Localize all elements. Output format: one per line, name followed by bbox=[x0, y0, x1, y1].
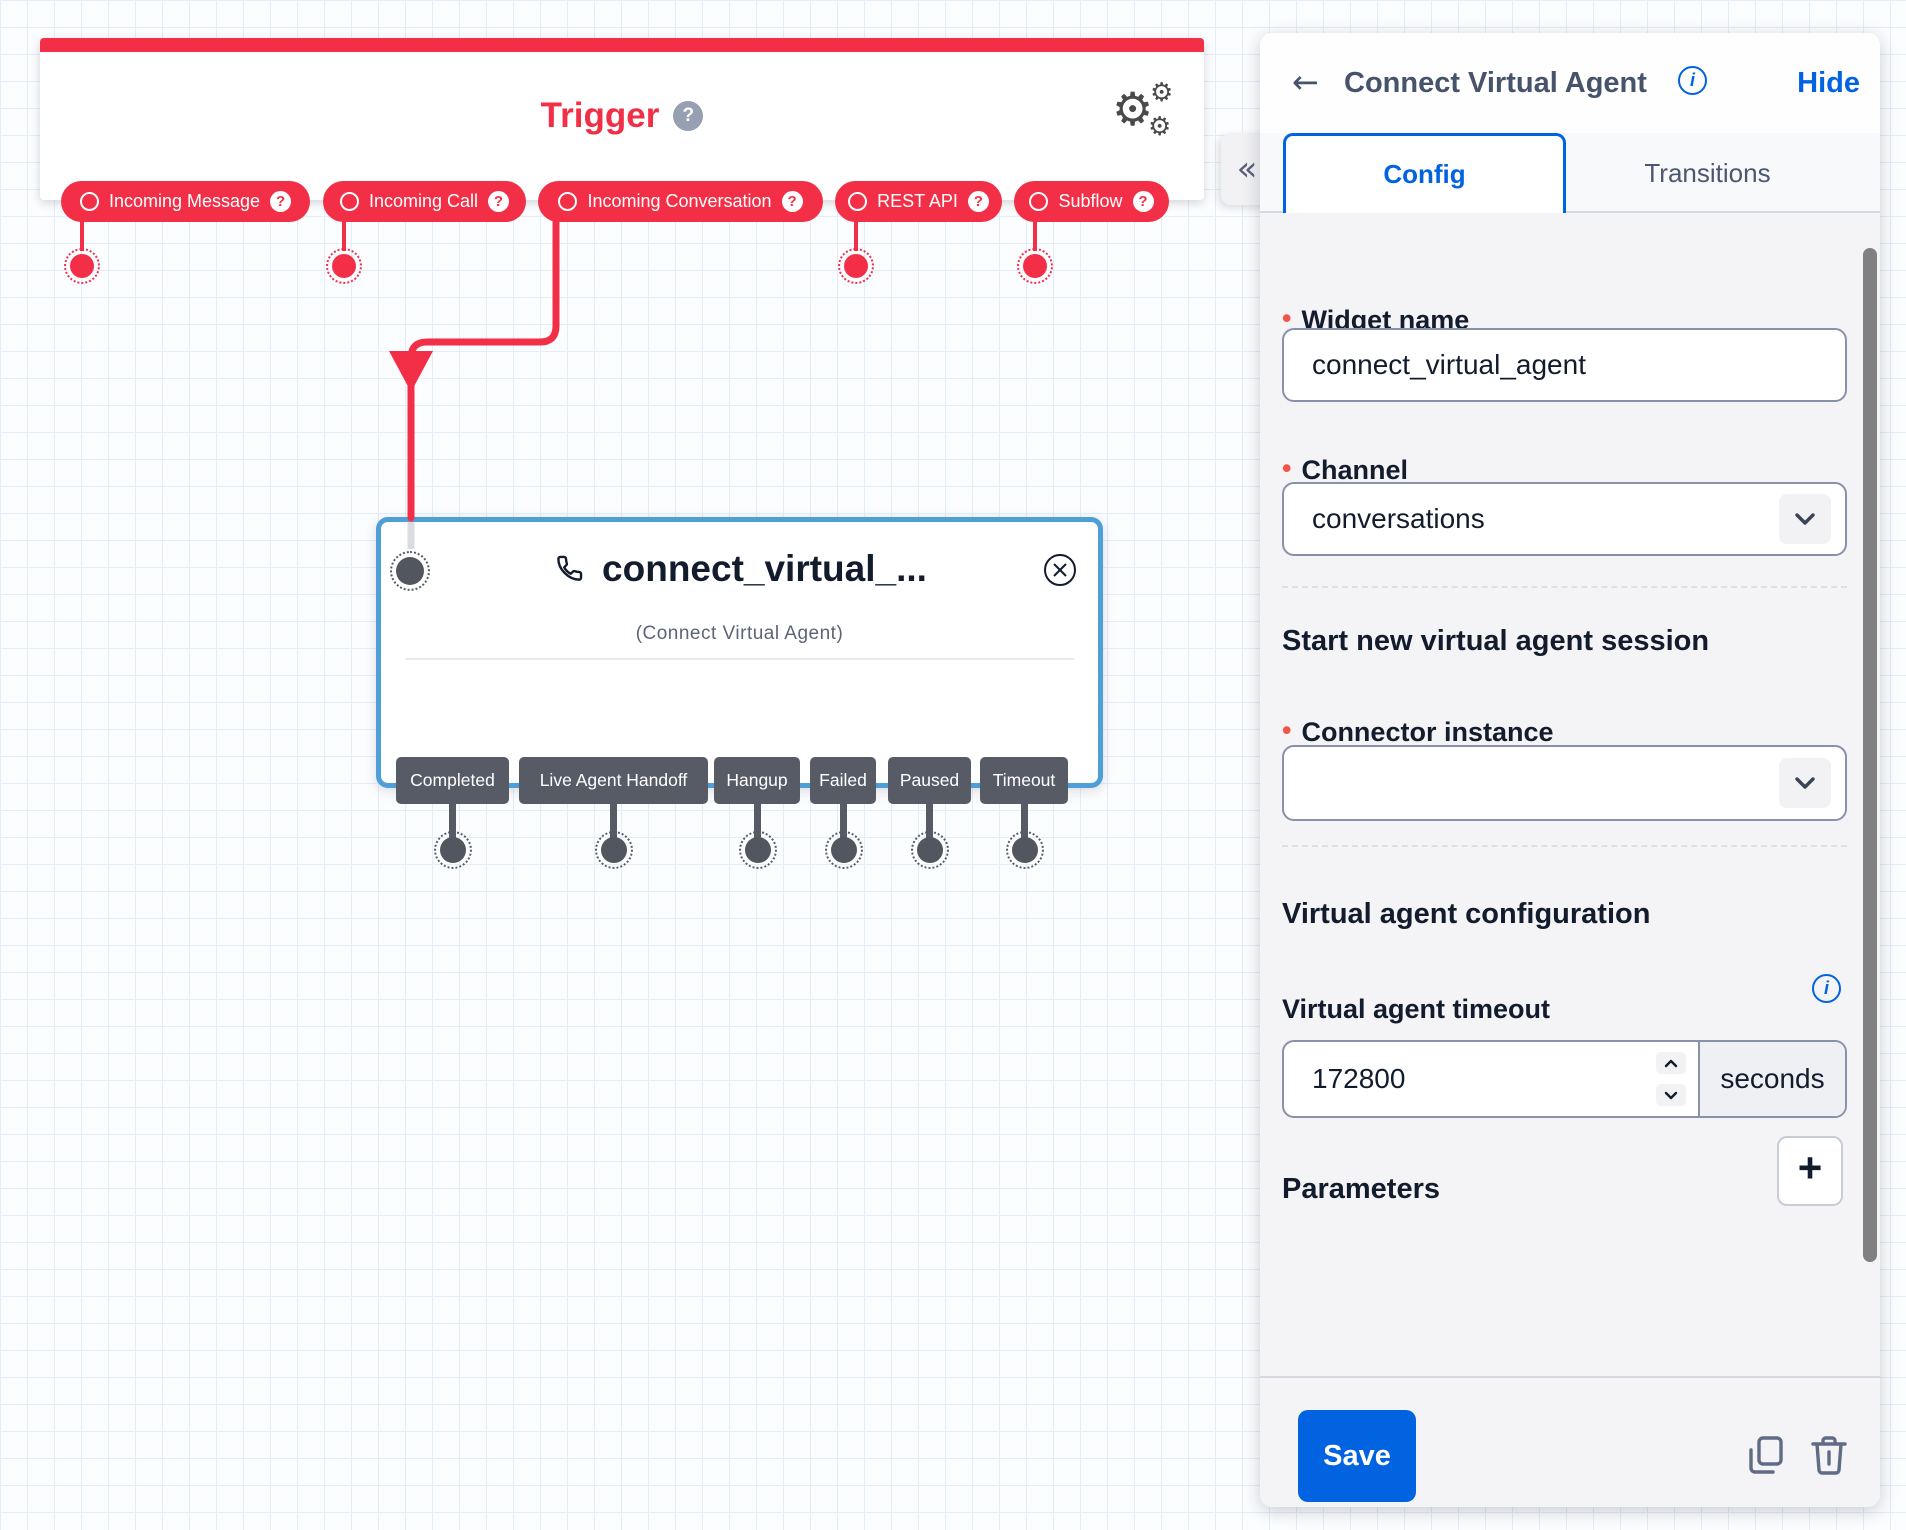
pill-help-icon[interactable]: ? bbox=[781, 191, 803, 212]
node-input-port[interactable] bbox=[390, 551, 430, 591]
config-panel: ← Connect Virtual Agent i Hide Config Tr… bbox=[1260, 33, 1880, 1507]
section-divider bbox=[1282, 586, 1847, 588]
trigger-pill-subflow[interactable]: Subflow ? bbox=[1014, 181, 1169, 222]
node-divider bbox=[405, 658, 1074, 660]
trigger-widget[interactable]: Trigger ? ⚙ ⚙ ⚙ Incoming Message ? Incom… bbox=[40, 38, 1204, 222]
panel-scrollbar[interactable] bbox=[1863, 248, 1877, 1262]
radio-circle-icon bbox=[848, 192, 868, 211]
trigger-pill-rest-api[interactable]: REST API ? bbox=[835, 181, 1002, 222]
panel-header: ← Connect Virtual Agent i Hide bbox=[1260, 33, 1880, 133]
title-info-icon[interactable]: i bbox=[1678, 66, 1707, 95]
output-tag-completed[interactable]: Completed bbox=[396, 757, 509, 804]
pill-label: Incoming Conversation bbox=[587, 191, 772, 211]
port-failed[interactable] bbox=[825, 831, 863, 869]
step-down-icon[interactable] bbox=[1656, 1084, 1686, 1106]
timeout-unit: seconds bbox=[1698, 1042, 1845, 1116]
pill-label: REST API bbox=[877, 191, 958, 211]
pill-help-icon[interactable]: ? bbox=[967, 191, 989, 212]
connector-instance-label: •Connector instance bbox=[1282, 715, 1554, 747]
pill-label: Incoming Message bbox=[108, 191, 261, 211]
trigger-accent-bar bbox=[40, 38, 1204, 52]
port-incoming-call[interactable] bbox=[326, 248, 362, 284]
radio-circle-icon bbox=[1029, 192, 1049, 211]
trigger-pill-incoming-message[interactable]: Incoming Message ? bbox=[61, 181, 310, 222]
port-timeout[interactable] bbox=[1006, 831, 1044, 869]
required-dot: • bbox=[1282, 453, 1292, 483]
tag-stem bbox=[926, 804, 933, 838]
add-parameter-button[interactable]: + bbox=[1777, 1136, 1843, 1206]
trigger-pill-incoming-call[interactable]: Incoming Call ? bbox=[323, 181, 526, 222]
timeout-info-icon[interactable]: i bbox=[1812, 974, 1841, 1003]
channel-select-value: conversations bbox=[1312, 503, 1485, 534]
trigger-settings-gears-icon[interactable]: ⚙ ⚙ ⚙ bbox=[1112, 78, 1174, 142]
required-dot: • bbox=[1282, 303, 1292, 333]
tab-config[interactable]: Config bbox=[1283, 133, 1566, 213]
delete-widget-icon[interactable] bbox=[1805, 1431, 1853, 1479]
parameters-heading: Parameters bbox=[1282, 1173, 1440, 1205]
chevron-down-icon[interactable] bbox=[1779, 494, 1831, 544]
save-button[interactable]: Save bbox=[1298, 1410, 1416, 1502]
tag-stem bbox=[610, 804, 617, 838]
copy-widget-icon[interactable] bbox=[1742, 1431, 1790, 1479]
pill-help-icon[interactable]: ? bbox=[270, 191, 292, 212]
section-divider bbox=[1282, 845, 1847, 847]
port-hangup[interactable] bbox=[739, 831, 777, 869]
node-connect-virtual-agent[interactable]: connect_virtual_... (Connect Virtual Age… bbox=[376, 517, 1103, 869]
chevron-down-icon[interactable] bbox=[1779, 758, 1831, 808]
tag-stem bbox=[449, 804, 456, 838]
va-config-heading: Virtual agent configuration bbox=[1282, 898, 1651, 930]
tab-bar: Config Transitions bbox=[1260, 133, 1880, 213]
pill-help-icon[interactable]: ? bbox=[1132, 191, 1154, 212]
timeout-input-group: 172800 seconds bbox=[1282, 1040, 1847, 1118]
output-tag-failed[interactable]: Failed bbox=[810, 757, 876, 804]
timeout-stepper bbox=[1644, 1042, 1698, 1116]
output-tag-live-agent-handoff[interactable]: Live Agent Handoff bbox=[519, 757, 708, 804]
radio-circle-icon bbox=[558, 192, 578, 211]
port-subflow[interactable] bbox=[1017, 248, 1053, 284]
pill-label: Incoming Call bbox=[368, 191, 479, 211]
session-section-heading: Start new virtual agent session bbox=[1282, 625, 1710, 657]
radio-circle-icon bbox=[339, 192, 359, 211]
output-tag-paused[interactable]: Paused bbox=[888, 757, 971, 804]
port-live-agent-handoff[interactable] bbox=[595, 831, 633, 869]
timeout-value[interactable]: 172800 bbox=[1312, 1063, 1406, 1094]
pill-label: Subflow bbox=[1058, 191, 1123, 211]
connector-instance-select[interactable] bbox=[1282, 745, 1847, 821]
channel-label: •Channel bbox=[1282, 453, 1408, 485]
step-up-icon[interactable] bbox=[1656, 1052, 1686, 1074]
back-arrow-icon[interactable]: ← bbox=[1292, 63, 1319, 101]
port-incoming-message[interactable] bbox=[64, 248, 100, 284]
pill-help-icon[interactable]: ? bbox=[488, 191, 510, 212]
output-tag-timeout[interactable]: Timeout bbox=[980, 757, 1068, 804]
node-close-icon[interactable] bbox=[1042, 552, 1078, 588]
channel-select[interactable]: conversations bbox=[1282, 482, 1847, 556]
timeout-label: Virtual agent timeout bbox=[1282, 994, 1551, 1024]
trigger-help-icon[interactable]: ? bbox=[673, 101, 704, 131]
node-title: connect_virtual_... bbox=[602, 548, 927, 589]
footer-divider bbox=[1260, 1376, 1880, 1378]
tag-stem bbox=[840, 804, 847, 838]
chevrons-left-icon: « bbox=[1236, 149, 1258, 189]
tag-stem bbox=[1021, 804, 1028, 838]
node-subtitle: (Connect Virtual Agent) bbox=[635, 623, 844, 644]
port-rest-api[interactable] bbox=[838, 248, 874, 284]
trigger-title: Trigger bbox=[540, 96, 660, 135]
port-paused[interactable] bbox=[911, 831, 949, 869]
phone-icon bbox=[557, 555, 583, 581]
hide-link[interactable]: Hide bbox=[1797, 67, 1860, 99]
tag-stem bbox=[754, 804, 761, 838]
radio-circle-icon bbox=[79, 192, 99, 211]
port-completed[interactable] bbox=[434, 831, 472, 869]
output-tag-hangup[interactable]: Hangup bbox=[714, 757, 800, 804]
tab-transitions[interactable]: Transitions bbox=[1644, 157, 1771, 188]
required-dot: • bbox=[1282, 715, 1292, 745]
panel-title: Connect Virtual Agent bbox=[1344, 67, 1647, 99]
widget-name-input[interactable] bbox=[1282, 328, 1847, 402]
trigger-pill-incoming-conversation[interactable]: Incoming Conversation ? bbox=[538, 181, 823, 222]
